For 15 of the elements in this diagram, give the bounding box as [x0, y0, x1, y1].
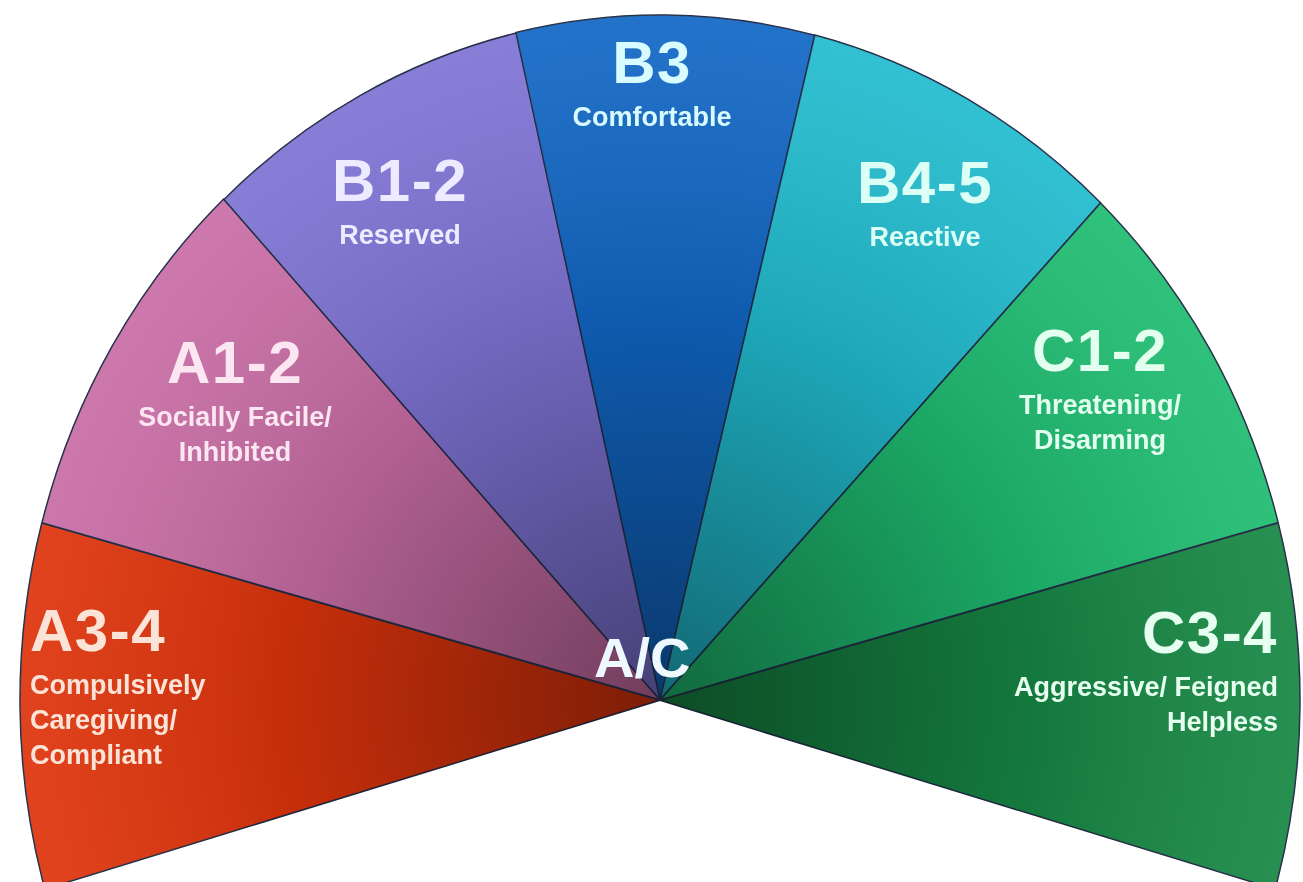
center-label: A/C: [594, 630, 691, 686]
segment-code: B1-2: [331, 148, 468, 214]
segment-code: C3-4: [1141, 600, 1278, 666]
segment-label: Compulsively Caregiving/ Compliant: [30, 669, 207, 773]
segment-label: Reactive: [869, 221, 981, 254]
segment-code: B3: [612, 30, 692, 96]
segment-code: C1-2: [1031, 318, 1169, 384]
segment-label: Socially Facile/ Inhibited: [137, 401, 333, 470]
segment-label: Comfortable: [572, 101, 732, 134]
segment-label: Threatening/ Disarming: [1018, 389, 1182, 458]
segment-label: Aggressive/ Feigned Helpless: [1012, 671, 1278, 740]
segment-code: A3-4: [30, 598, 167, 664]
segment-code: B4-5: [856, 150, 994, 216]
segment-code: A1-2: [166, 330, 303, 396]
segment-label: Reserved: [339, 219, 461, 252]
